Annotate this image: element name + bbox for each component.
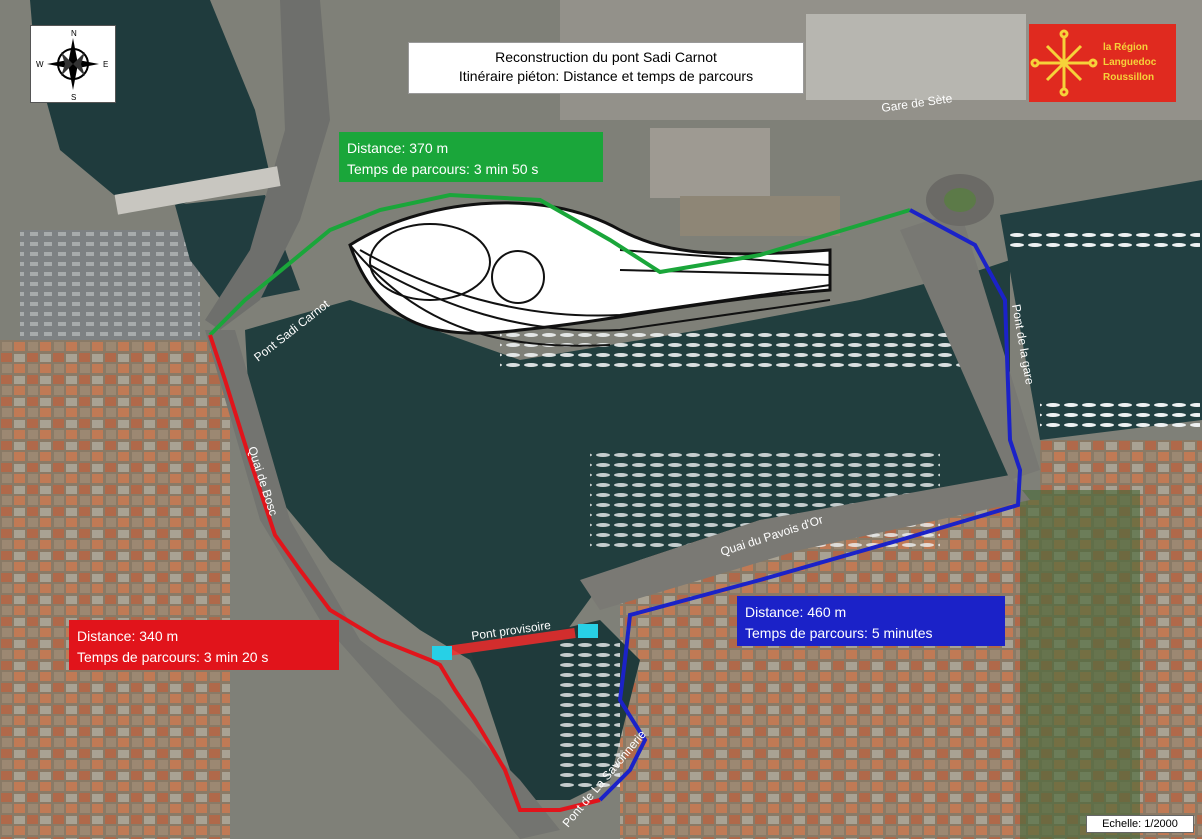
marina-south [560, 640, 620, 790]
route-red [208, 334, 601, 812]
road-pont-gare [900, 210, 1040, 480]
city-block-west [0, 340, 230, 839]
compass-west: W [36, 60, 44, 69]
bridge-roundabout-large [369, 223, 491, 301]
map-title-line1: Reconstruction du pont Sadi Carnot [495, 49, 717, 65]
pont-provisoire [439, 628, 576, 657]
road-pont-sadi [205, 0, 330, 330]
bridge-roundabout-small [491, 250, 545, 304]
route-green [208, 192, 911, 337]
roundabout-island [944, 188, 976, 212]
compass-east: E [103, 60, 108, 69]
warehouse-2 [680, 196, 840, 236]
station-building [806, 14, 1026, 100]
compass-box: N S E W [30, 25, 116, 103]
compass-rose-icon: N S E W [36, 29, 108, 102]
route-blue [598, 208, 1023, 802]
route-red-info: Distance: 340 m Temps de parcours: 3 min… [69, 620, 339, 670]
logo-text: la Région Languedoc Roussillon [1103, 40, 1156, 85]
route-green-distance: Distance: 370 m [347, 140, 449, 156]
green-strip-east [1020, 490, 1140, 839]
route-red-time: Temps de parcours: 3 min 20 s [77, 649, 269, 665]
road-quai-pavois [580, 475, 1030, 610]
route-green-time: Temps de parcours: 3 min 50 s [347, 161, 539, 177]
route-red-distance: Distance: 340 m [77, 628, 179, 644]
road-quai-bosc [205, 330, 560, 839]
marina-pontoons-east [1010, 230, 1200, 250]
pont-provisoire-end-east [578, 624, 598, 638]
warehouse-1 [650, 128, 770, 198]
logo-line1: la Région [1103, 42, 1149, 53]
new-bridge-lanes [349, 244, 831, 347]
new-bridge-outline [348, 201, 832, 335]
compass-south: S [71, 93, 76, 102]
route-green-info: Distance: 370 m Temps de parcours: 3 min… [339, 132, 603, 182]
marina-pontoons-south-east [1040, 400, 1200, 430]
region-logo: la Région Languedoc Roussillon [1029, 24, 1176, 102]
marina-pontoons-north [500, 330, 980, 370]
route-blue-info: Distance: 460 m Temps de parcours: 5 min… [737, 596, 1005, 646]
route-blue-time: Temps de parcours: 5 minutes [745, 625, 933, 641]
map-title: Reconstruction du pont Sadi Carnot Itiné… [408, 42, 804, 94]
logo-line3: Roussillon [1103, 72, 1155, 83]
region-cross-logo-icon [1030, 29, 1098, 97]
logo-line2: Languedoc [1103, 57, 1157, 68]
scale-label: Echelle: 1/2000 [1086, 815, 1194, 833]
map-title-line2: Itinéraire piéton: Distance et temps de … [458, 68, 754, 84]
old-bridge-north [114, 166, 281, 215]
compass-north: N [71, 29, 77, 38]
parking-lot-west [20, 230, 200, 340]
route-blue-distance: Distance: 460 m [745, 604, 847, 620]
pont-provisoire-end-west [432, 646, 452, 660]
